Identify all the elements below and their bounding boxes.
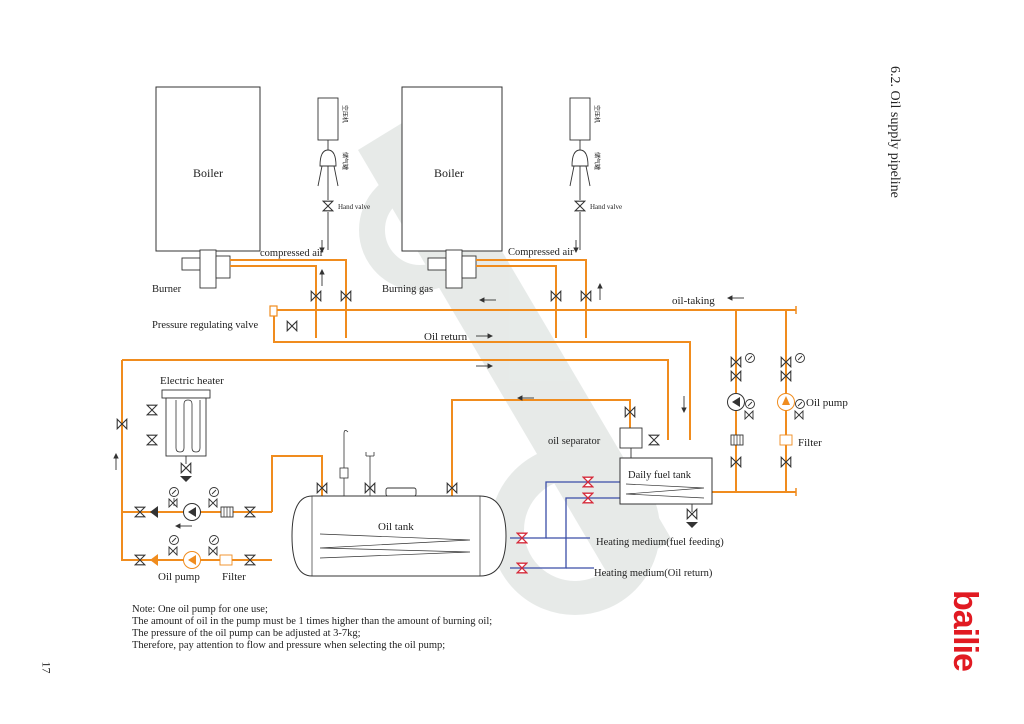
svg-text:储气罐: 储气罐	[341, 152, 349, 170]
boiler-right-label: Boiler	[434, 166, 464, 180]
burner-left	[181, 249, 231, 289]
filter-bottom-label: Filter	[222, 571, 246, 583]
burner-right	[427, 249, 477, 289]
hand-valve-left-label: Hand valve	[338, 203, 370, 211]
svg-text:储气罐: 储气罐	[593, 152, 601, 170]
pressure-regulating-valve	[269, 305, 278, 317]
note-block: Note: One oil pump for one use; The amou…	[132, 604, 492, 652]
pump-group-upper	[134, 487, 256, 521]
daily-fuel-tank: Daily fuel tank	[619, 457, 713, 528]
note-line: Therefore, pay attention to flow and pre…	[132, 640, 446, 651]
svg-text:空压机: 空压机	[341, 105, 349, 123]
oil-tank-label: Oil tank	[378, 521, 414, 533]
svg-text:空压机: 空压机	[593, 105, 601, 123]
compressed-air-right-label: Compressed air	[508, 247, 574, 258]
oil-return-label: Oil return	[424, 331, 468, 343]
daily-fuel-tank-label: Daily fuel tank	[628, 470, 692, 481]
oil-separator-label: oil separator	[548, 436, 601, 447]
oil-tank: Oil tank	[291, 430, 507, 577]
note-line: The amount of oil in the pump must be 1 …	[132, 616, 493, 627]
electric-heater: Electric heater	[160, 375, 224, 482]
hand-valve-right-label: Hand valve	[590, 203, 622, 211]
oil-pump-bottom-label: Oil pump	[158, 571, 200, 583]
boiler-left-label: Boiler	[193, 166, 223, 180]
page-number: 17	[39, 661, 54, 674]
filter-right-label: Filter	[798, 437, 822, 449]
air-compressor-right: 空压机 储气罐 Hand valve	[569, 97, 622, 250]
pump-group-right-black	[727, 353, 755, 468]
air-compressor-left: 空压机 储气罐 Hand valve	[317, 97, 370, 250]
oil-pump-right-label: Oil pump	[806, 397, 848, 409]
heating-feed-label: Heating medium(fuel feeding)	[596, 537, 724, 548]
note-line: The pressure of the oil pump can be adju…	[132, 628, 361, 639]
section-title: 6.2. Oil supply pipeline	[887, 66, 902, 198]
pressure-regulating-valve-label: Pressure regulating valve	[152, 320, 258, 331]
compressed-air-left-label: compressed air	[260, 248, 324, 259]
electric-heater-label: Electric heater	[160, 375, 224, 387]
heating-return-label: Heating medium(Oil return)	[594, 568, 713, 579]
brand-logo: bailie	[946, 590, 984, 671]
pump-group-right-orange: Oil pump Filter	[777, 353, 848, 468]
note-line: Note: One oil pump for one use;	[132, 604, 268, 615]
burner-label: Burner	[152, 284, 182, 295]
oil-separator: oil separator	[548, 427, 643, 458]
oil-taking-label: oil-taking	[672, 295, 715, 307]
heating-medium-lines	[510, 481, 620, 569]
burning-gas-label: Burning gas	[382, 284, 433, 295]
boiler-right: Boiler	[401, 86, 503, 252]
compressed-air-lines	[230, 259, 587, 338]
boiler-left: Boiler	[155, 86, 261, 252]
pump-group-lower: Oil pump Filter	[134, 535, 256, 583]
flow-arrows	[113, 240, 744, 529]
